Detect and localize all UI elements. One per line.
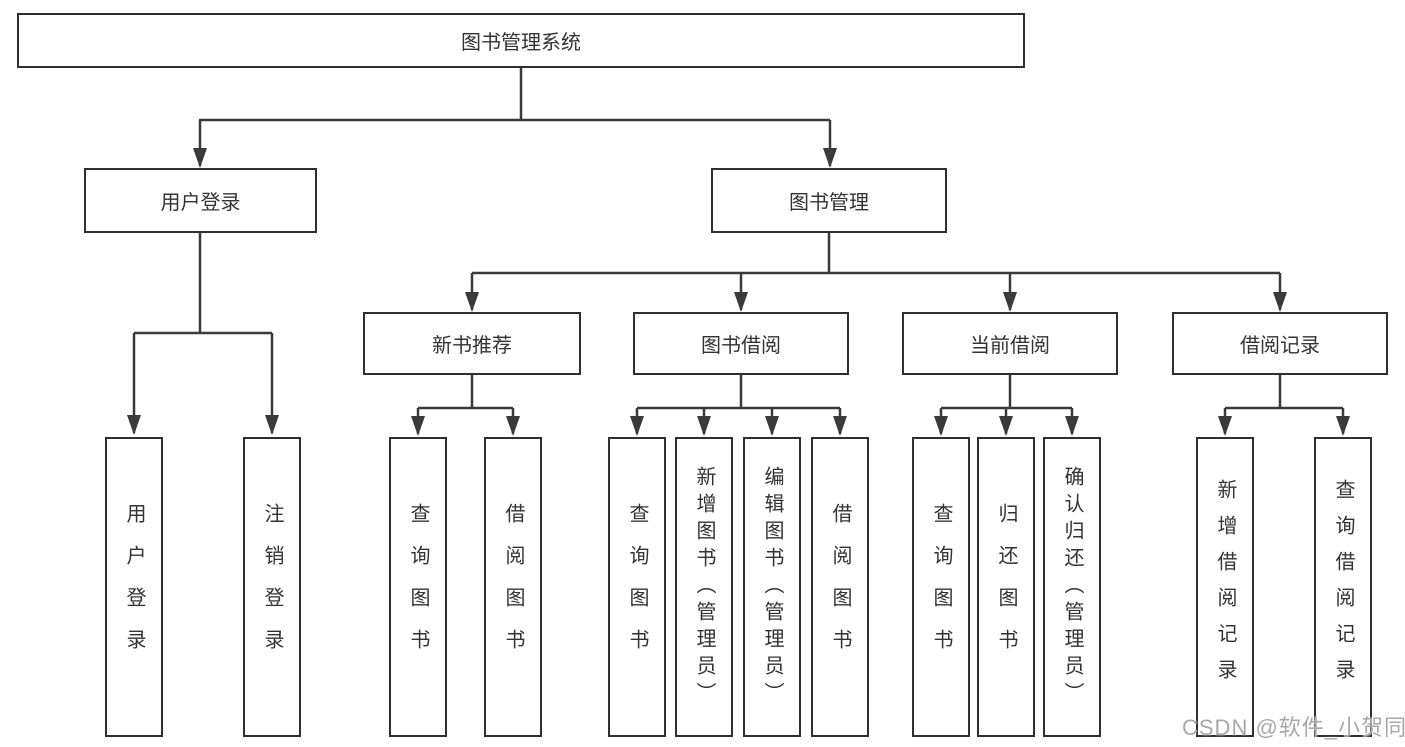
- node-label: 新书推荐: [432, 335, 512, 357]
- node-label: 查询借阅记录: [1332, 479, 1354, 695]
- leaf-query-books-borrowing: 查询图书: [608, 437, 666, 737]
- node-borrowing-records: 借阅记录: [1172, 312, 1388, 375]
- node-new-book-recommendation: 新书推荐: [363, 312, 581, 375]
- leaf-add-borrow-record: 新增借阅记录: [1196, 437, 1254, 737]
- leaf-user-login: 用户登录: [105, 437, 163, 737]
- node-label: 查询图书: [407, 503, 429, 671]
- node-label: 用户登录: [123, 503, 145, 671]
- node-label: 借阅图书: [502, 503, 524, 671]
- leaf-query-books-current: 查询图书: [912, 437, 970, 737]
- leaf-query-borrow-record: 查询借阅记录: [1314, 437, 1372, 737]
- node-current-borrowing: 当前借阅: [902, 312, 1118, 375]
- node-user-login: 用户登录: [84, 168, 317, 233]
- leaf-confirm-return-admin: 确认归还（管理员）: [1043, 437, 1101, 737]
- node-label: 确认归还（管理员）: [1061, 465, 1083, 709]
- leaf-borrow-books-borrowing: 借阅图书: [811, 437, 869, 737]
- node-library-system: 图书管理系统: [17, 13, 1025, 68]
- node-label: 借阅记录: [1240, 335, 1320, 357]
- node-label: 当前借阅: [970, 335, 1050, 357]
- leaf-logout: 注销登录: [243, 437, 301, 737]
- node-label: 查询图书: [626, 503, 648, 671]
- node-label: 编辑图书（管理员）: [761, 465, 783, 709]
- leaf-query-books-recommend: 查询图书: [389, 437, 447, 737]
- node-label: 新增图书（管理员）: [693, 465, 715, 709]
- node-label: 图书管理: [789, 192, 869, 214]
- node-label: 图书管理系统: [461, 32, 581, 54]
- node-label: 归还图书: [995, 503, 1017, 671]
- leaf-edit-books-admin: 编辑图书（管理员）: [743, 437, 801, 737]
- leaf-add-books-admin: 新增图书（管理员）: [675, 437, 733, 737]
- node-label: 用户登录: [160, 192, 241, 214]
- node-label: 注销登录: [261, 503, 283, 671]
- node-book-borrowing: 图书借阅: [633, 312, 849, 375]
- leaf-borrow-books-recommend: 借阅图书: [484, 437, 542, 737]
- node-label: 查询图书: [930, 503, 952, 671]
- watermark-text: CSDN @软件_小贺同学: [1182, 715, 1405, 740]
- node-label: 新增借阅记录: [1214, 479, 1236, 695]
- node-label: 借阅图书: [829, 503, 851, 671]
- leaf-return-books: 归还图书: [977, 437, 1035, 737]
- node-book-management: 图书管理: [711, 168, 947, 233]
- node-label: 图书借阅: [701, 335, 781, 357]
